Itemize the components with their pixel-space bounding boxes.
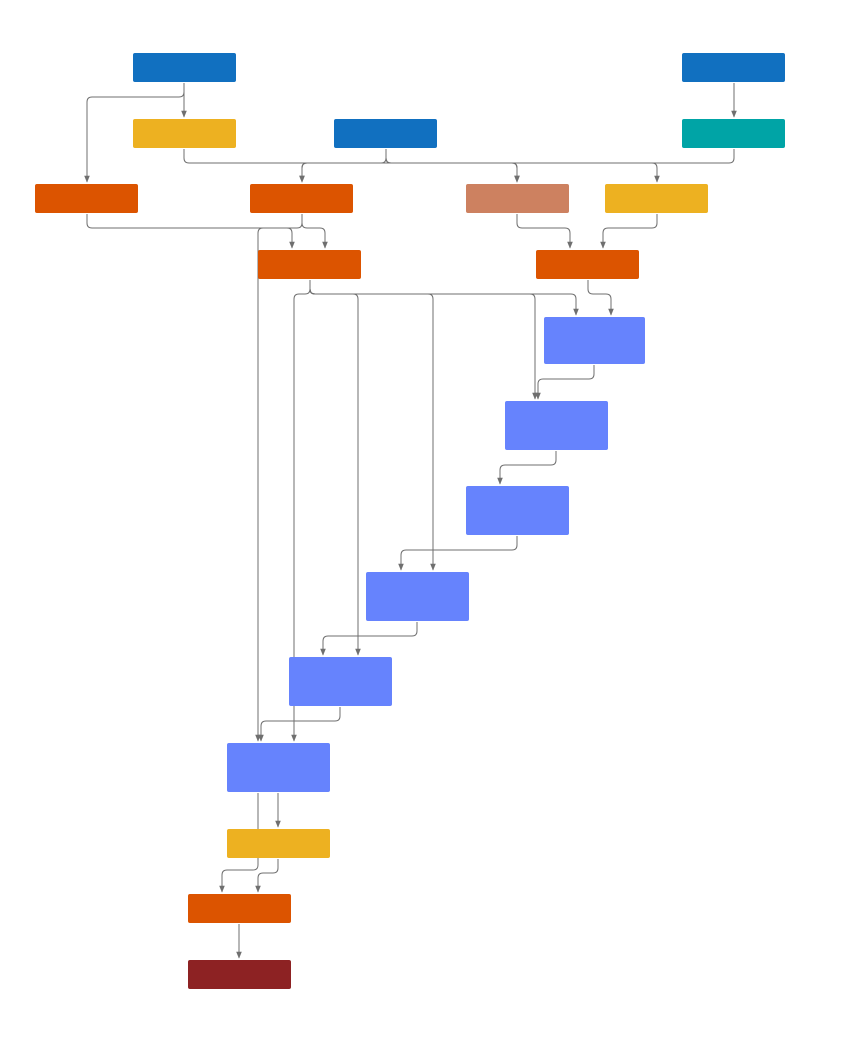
node-box[interactable] bbox=[466, 184, 569, 213]
edge-n10-to-n16 bbox=[309, 280, 361, 656]
node-n9[interactable] bbox=[605, 184, 708, 213]
node-n17[interactable] bbox=[227, 743, 330, 792]
edge-n6-to-n10 bbox=[86, 214, 295, 249]
node-n4[interactable] bbox=[334, 119, 437, 148]
node-box[interactable] bbox=[227, 743, 330, 792]
edge-n10-to-n15 bbox=[309, 280, 436, 571]
edge-n14-to-n15 bbox=[398, 536, 518, 571]
node-box[interactable] bbox=[289, 657, 392, 706]
node-n10[interactable] bbox=[258, 250, 361, 279]
node-box[interactable] bbox=[536, 250, 639, 279]
node-n20[interactable] bbox=[188, 960, 291, 989]
node-box[interactable] bbox=[605, 184, 708, 213]
edge-n9-to-n11 bbox=[600, 214, 658, 249]
node-n11[interactable] bbox=[536, 250, 639, 279]
node-box[interactable] bbox=[334, 119, 437, 148]
node-box[interactable] bbox=[35, 184, 138, 213]
node-box[interactable] bbox=[258, 250, 361, 279]
edge-n3-to-n8 bbox=[183, 149, 520, 183]
node-box[interactable] bbox=[544, 317, 645, 364]
node-n16[interactable] bbox=[289, 657, 392, 706]
node-n13[interactable] bbox=[505, 401, 608, 450]
edge-n11-to-n12 bbox=[587, 280, 614, 316]
edge-n17-to-n19 bbox=[219, 793, 259, 893]
node-box[interactable] bbox=[133, 119, 236, 148]
edge-n10-to-n17 bbox=[291, 280, 311, 742]
edge-n15-to-n16 bbox=[320, 622, 418, 656]
node-n7[interactable] bbox=[250, 184, 353, 213]
edge-n4-to-n9 bbox=[385, 149, 660, 183]
node-box[interactable] bbox=[133, 53, 236, 82]
node-box[interactable] bbox=[188, 960, 291, 989]
edge-n1-to-n6 bbox=[84, 83, 185, 183]
edge-n16-to-n17 bbox=[258, 707, 341, 742]
edge-n18-to-n19 bbox=[255, 859, 279, 893]
node-box[interactable] bbox=[188, 894, 291, 923]
node-box[interactable] bbox=[505, 401, 608, 450]
node-n1[interactable] bbox=[133, 53, 236, 82]
edge-n5-to-n7 bbox=[299, 149, 735, 183]
node-n15[interactable] bbox=[366, 572, 469, 621]
edge-n7-to-n17 bbox=[255, 214, 303, 742]
node-n19[interactable] bbox=[188, 894, 291, 923]
node-n18[interactable] bbox=[227, 829, 330, 858]
node-box[interactable] bbox=[366, 572, 469, 621]
nodes-layer bbox=[35, 53, 785, 989]
node-box[interactable] bbox=[250, 184, 353, 213]
edge-n10-to-n12 bbox=[309, 280, 579, 316]
node-n8[interactable] bbox=[466, 184, 569, 213]
edge-n10-to-n13 bbox=[309, 280, 538, 400]
node-box[interactable] bbox=[682, 53, 785, 82]
node-box[interactable] bbox=[227, 829, 330, 858]
node-n12[interactable] bbox=[544, 317, 645, 364]
node-box[interactable] bbox=[682, 119, 785, 148]
edge-n4-to-n7 bbox=[299, 149, 387, 183]
edge-n13-to-n14 bbox=[497, 451, 557, 485]
edges-layer bbox=[84, 83, 737, 959]
node-n2[interactable] bbox=[682, 53, 785, 82]
edge-n7-to-n10 bbox=[301, 214, 328, 249]
edge-n4-to-n8 bbox=[385, 149, 520, 183]
node-n5[interactable] bbox=[682, 119, 785, 148]
node-box[interactable] bbox=[466, 486, 569, 535]
node-n6[interactable] bbox=[35, 184, 138, 213]
node-n14[interactable] bbox=[466, 486, 569, 535]
edge-n8-to-n11 bbox=[516, 214, 573, 249]
node-n3[interactable] bbox=[133, 119, 236, 148]
edge-n12-to-n13 bbox=[535, 365, 595, 400]
